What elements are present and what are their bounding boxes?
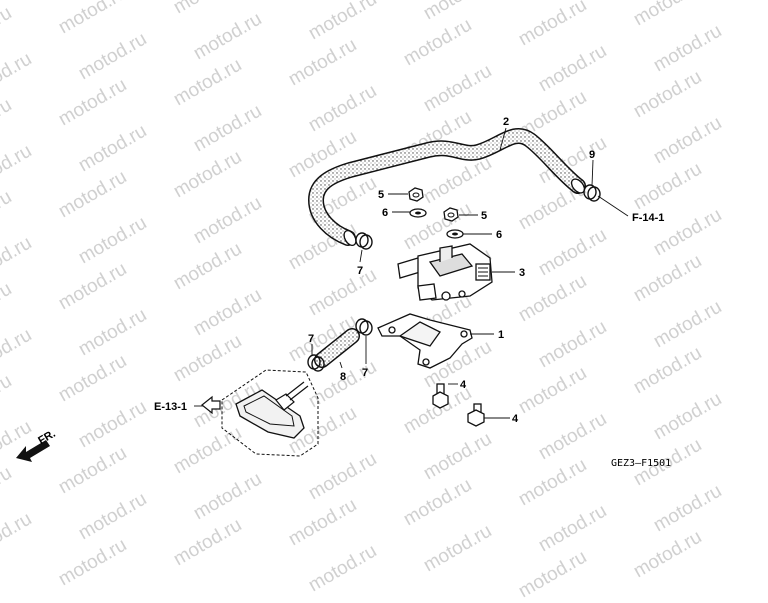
callout-9: 9 bbox=[589, 149, 595, 161]
callout-8: 8 bbox=[340, 371, 346, 383]
hose-part-8 bbox=[314, 328, 360, 368]
callout-2: 2 bbox=[503, 116, 509, 128]
clamp-part-7-upper bbox=[355, 232, 373, 250]
reference-box-e-13-1 bbox=[221, 369, 319, 457]
diagram-drawing: 1 2 3 4 4 5 5 6 6 7 7 7 8 9 F-14-1 E-13-… bbox=[16, 116, 671, 469]
callout-1: 1 bbox=[498, 329, 504, 341]
callout-7-upper: 7 bbox=[357, 265, 363, 277]
reference-f-14-1: F-14-1 bbox=[632, 212, 664, 224]
nut-part-5-right bbox=[443, 207, 459, 222]
front-label: FR. bbox=[36, 428, 57, 447]
reference-e-13-1: E-13-1 bbox=[154, 401, 187, 413]
clamp-part-9 bbox=[583, 184, 601, 202]
bolt-part-4-lower bbox=[467, 403, 485, 427]
callout-7-lower-right: 7 bbox=[362, 367, 368, 379]
solenoid-valve-part-3 bbox=[397, 243, 493, 301]
washer-part-6-left bbox=[409, 208, 427, 218]
nut-part-5-left bbox=[408, 187, 424, 202]
callout-5-left: 5 bbox=[378, 189, 384, 201]
washer-part-6-right bbox=[446, 229, 464, 239]
hose-part-2 bbox=[308, 128, 586, 247]
callout-3: 3 bbox=[519, 267, 525, 279]
arrow-left-outline-icon bbox=[201, 395, 221, 415]
callout-6-right: 6 bbox=[496, 229, 502, 241]
callout-7-lower-left: 7 bbox=[308, 333, 314, 345]
callout-5-right: 5 bbox=[481, 210, 487, 222]
clamp-part-7-lower-left bbox=[307, 354, 325, 372]
callout-4-lower: 4 bbox=[512, 413, 519, 425]
diagram-code: GEZ3—F1501 bbox=[611, 458, 671, 469]
callout-4-upper: 4 bbox=[460, 379, 467, 391]
bracket-part-1 bbox=[377, 313, 473, 369]
front-direction-arrow-icon bbox=[16, 440, 50, 462]
callout-6-left: 6 bbox=[382, 207, 388, 219]
clamp-part-7-lower-right bbox=[355, 318, 373, 336]
bolt-part-4-upper bbox=[432, 383, 449, 409]
